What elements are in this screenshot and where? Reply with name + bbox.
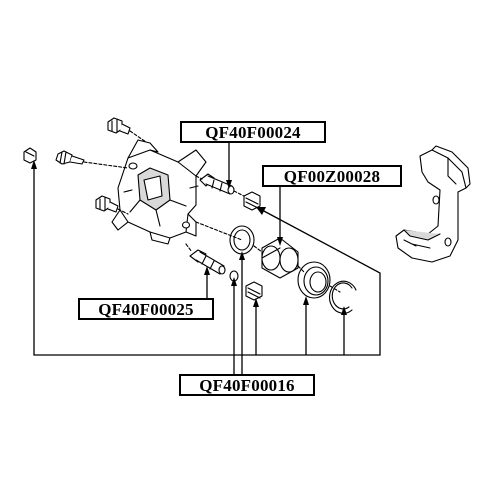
guide-pin-lower (189, 249, 226, 275)
snap-ring (328, 280, 357, 314)
caliper-bracket (395, 145, 471, 263)
part-number-label-guide-pin-lower: QF40F00025 (78, 298, 214, 320)
piston (261, 237, 299, 279)
arrow-head-24 (226, 180, 232, 189)
pin-boot-upper (243, 191, 261, 211)
guide-bolt-upper (107, 117, 131, 135)
leader-line-16 (33, 165, 381, 356)
bleeder-cap (23, 147, 37, 164)
part-number-label-guide-pin-upper: QF40F00024 (180, 121, 326, 143)
bleeder-screw (55, 150, 85, 165)
piston-seal (229, 225, 255, 255)
guide-pin-upper (199, 173, 235, 195)
pin-boot-lower (245, 281, 263, 301)
arrow-head-28 (277, 237, 283, 246)
part-number-label-repair-kit: QF40F00016 (179, 374, 315, 396)
arrow-head-25 (204, 266, 210, 275)
caliper-body (111, 139, 207, 245)
dust-boot (297, 261, 331, 299)
part-number-label-piston: QF00Z00028 (262, 165, 402, 187)
guide-bolt-lower (95, 195, 119, 213)
